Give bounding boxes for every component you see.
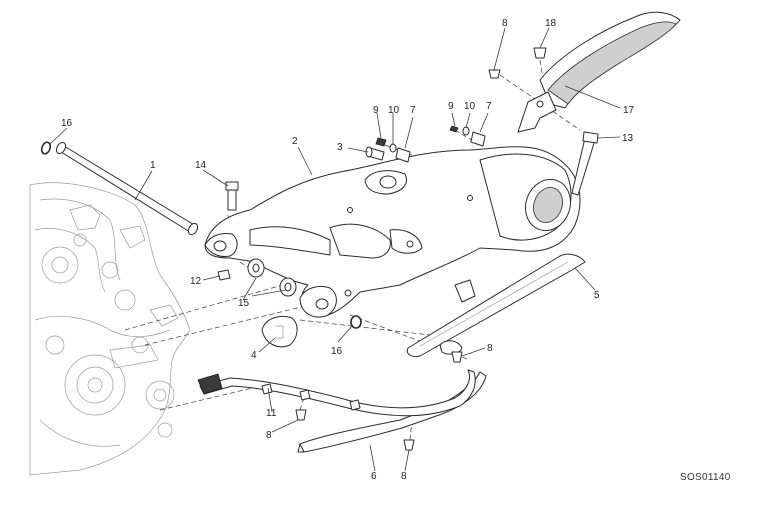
callout-17: 17 [623, 105, 635, 116]
callout-10-right: 10 [464, 101, 476, 112]
leader-lines [49, 27, 621, 472]
callout-4: 4 [251, 350, 257, 361]
callout-8-chainguard-right: 8 [401, 471, 407, 482]
callout-1: 1 [150, 160, 156, 171]
heel-guard-17 [517, 11, 681, 133]
washer-10-left [389, 143, 397, 153]
callout-6: 6 [371, 471, 377, 482]
callout-8-chainguard-left: 8 [266, 430, 272, 441]
callout-18: 18 [545, 18, 557, 29]
chain-slider-5 [406, 253, 586, 357]
screw-9-right [449, 125, 459, 133]
chain-guard-11 [197, 369, 476, 417]
callout-14: 14 [195, 160, 207, 171]
callout-13: 13 [622, 133, 634, 144]
callout-8-slider: 8 [487, 343, 493, 354]
callout-7-left: 7 [410, 105, 416, 116]
spacer-7-right [470, 131, 486, 147]
pivot-shaft [55, 141, 199, 236]
callout-3: 3 [337, 142, 343, 153]
callout-7-right: 7 [486, 101, 492, 112]
screw-9-left [375, 137, 387, 147]
circlip-16-right [350, 315, 362, 329]
callout-15: 15 [238, 298, 250, 309]
nut-12 [217, 269, 231, 281]
drawing-code: SOS01140 [680, 472, 731, 483]
bolt-14 [225, 181, 239, 211]
callout-8-top: 8 [502, 18, 508, 29]
washers-15 [247, 258, 297, 297]
callout-5: 5 [594, 290, 600, 301]
screw-8-slider [451, 351, 463, 363]
screw-18 [533, 47, 547, 59]
washer-10-right [462, 126, 470, 136]
callout-2: 2 [292, 136, 298, 147]
pin-3 [365, 146, 385, 161]
callout-labels: 1 2 3 4 5 6 7 7 8 8 8 8 9 9 10 10 11 12 … [61, 18, 635, 482]
bolt-13 [571, 131, 599, 196]
callout-10-left: 10 [388, 105, 400, 116]
callout-16-left: 16 [61, 118, 73, 129]
screw-8-chainguard-right [403, 439, 415, 451]
circlip-16-left [40, 141, 52, 155]
callout-9-right: 9 [448, 101, 454, 112]
callout-16-right: 16 [331, 346, 343, 357]
chain-slider-6 [297, 371, 487, 453]
screw-8-chainguard-left [295, 409, 307, 421]
callout-12: 12 [190, 276, 202, 287]
callout-11: 11 [266, 408, 277, 419]
cover-4 [261, 316, 298, 348]
spacer-7-left [395, 147, 411, 163]
callout-9-left: 9 [373, 105, 379, 116]
swingarm [204, 146, 581, 318]
screw-8-top [488, 69, 501, 79]
engine-casing [29, 182, 191, 476]
